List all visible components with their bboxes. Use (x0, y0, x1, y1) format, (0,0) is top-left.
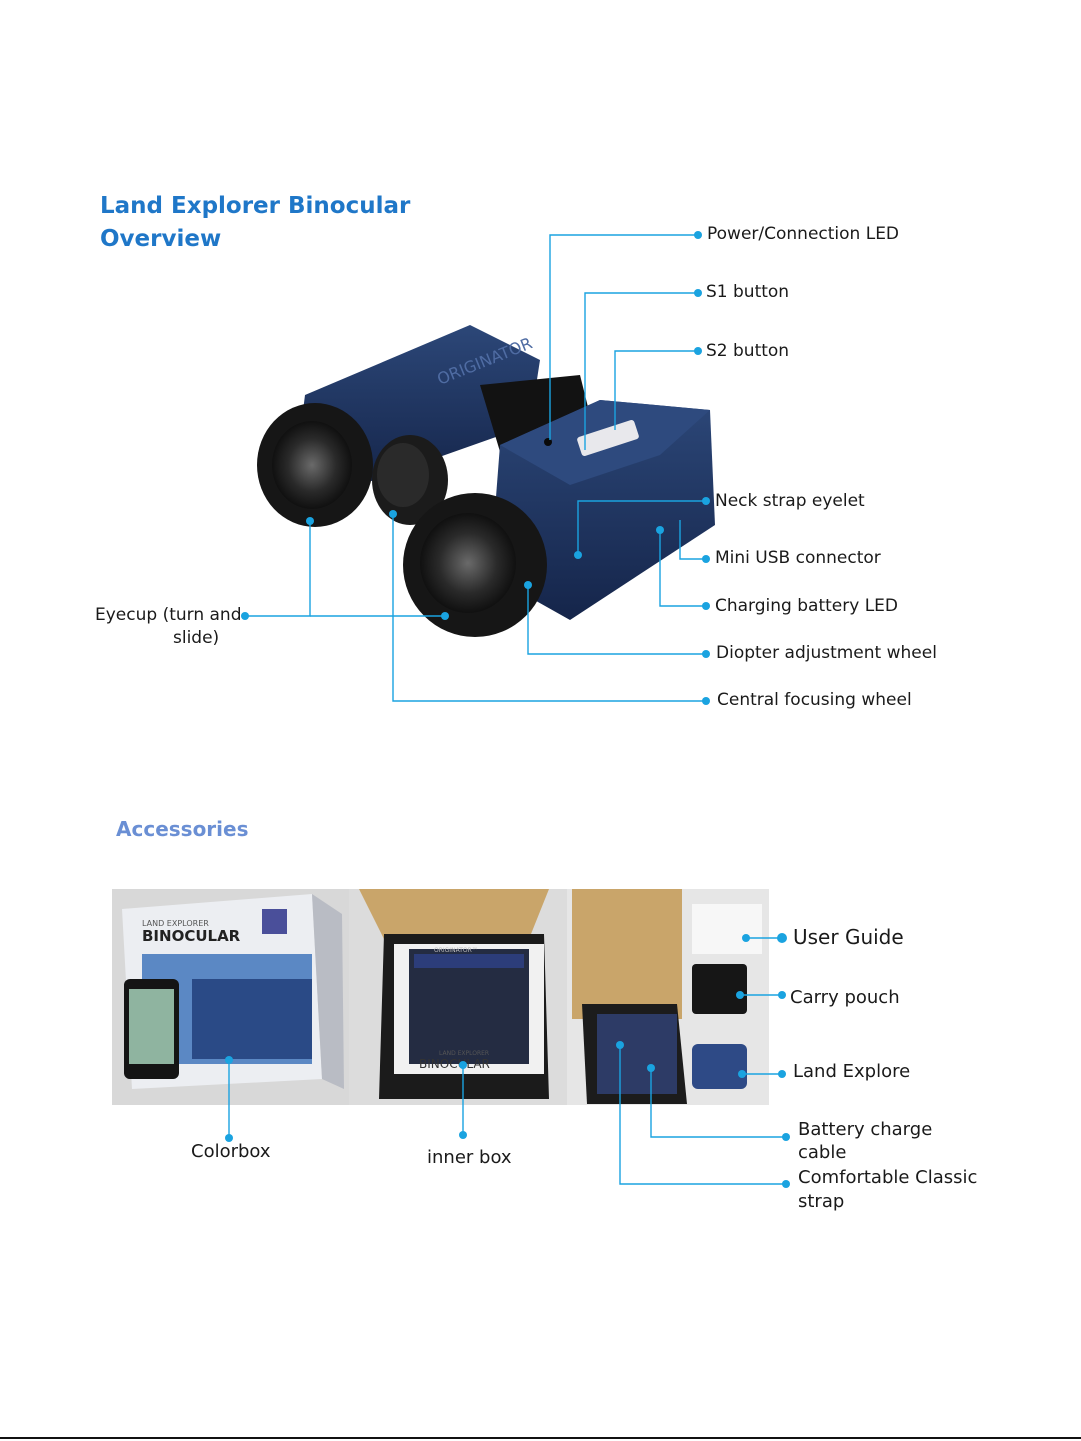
binocular-illustration: ORIGINATOR (257, 325, 715, 637)
callout-diopter-wheel: Diopter adjustment wheel (716, 643, 937, 663)
callout-power-led: Power/Connection LED (707, 224, 900, 244)
label-battery-line2: cable (798, 1142, 847, 1163)
box-contents-photo (567, 889, 769, 1105)
overview-title-line1: Land Explorer Binocular (100, 193, 411, 219)
label-carry-pouch: Carry pouch (790, 987, 900, 1008)
callout-s2-button: S2 button (706, 341, 790, 361)
callout-charging-led: Charging battery LED (715, 596, 898, 616)
label-strap-line2: strap (798, 1191, 845, 1212)
page-bottom-rule (0, 1437, 1081, 1439)
inner-box-label-big: BINOCULAR (419, 1057, 490, 1071)
s1-s2-button-panel (577, 419, 639, 457)
colorbox-brand-small: LAND EXPLORER (142, 919, 209, 928)
colorbox-photo: LAND EXPLORER BINOCULAR (112, 889, 349, 1105)
callout-s1-button: S1 button (706, 282, 790, 302)
colorbox-brand-big: BINOCULAR (142, 927, 241, 945)
accessories-title: Accessories (116, 817, 249, 841)
label-strap-line1: Comfortable Classic (798, 1167, 978, 1188)
land-explore-image (692, 1044, 747, 1089)
label-user-guide: User Guide (793, 925, 904, 949)
callout-mini-usb: Mini USB connector (715, 548, 881, 568)
label-colorbox: Colorbox (191, 1141, 271, 1162)
callout-central-focus: Central focusing wheel (717, 690, 912, 710)
label-inner-box: inner box (427, 1147, 512, 1168)
user-guide-image (692, 904, 762, 954)
callout-eyecup-line2: slide) (173, 628, 220, 648)
overview-title: Land Explorer Binocular Overview (100, 190, 410, 256)
label-battery-line1: Battery charge (798, 1119, 933, 1140)
inner-box-brand: ORIGINATOR™ (434, 947, 478, 954)
label-land-explore: Land Explore (793, 1061, 911, 1082)
callout-neck-strap-eyelet: Neck strap eyelet (715, 491, 865, 511)
carry-pouch-image (692, 964, 747, 1014)
inner-box-label-small: LAND EXPLORER (439, 1050, 490, 1057)
callout-eyecup-line1: Eyecup (turn and (95, 605, 242, 625)
inner-box-photo: ORIGINATOR™ LAND EXPLORER BINOCULAR (349, 889, 567, 1105)
overview-title-line2: Overview (100, 226, 222, 252)
